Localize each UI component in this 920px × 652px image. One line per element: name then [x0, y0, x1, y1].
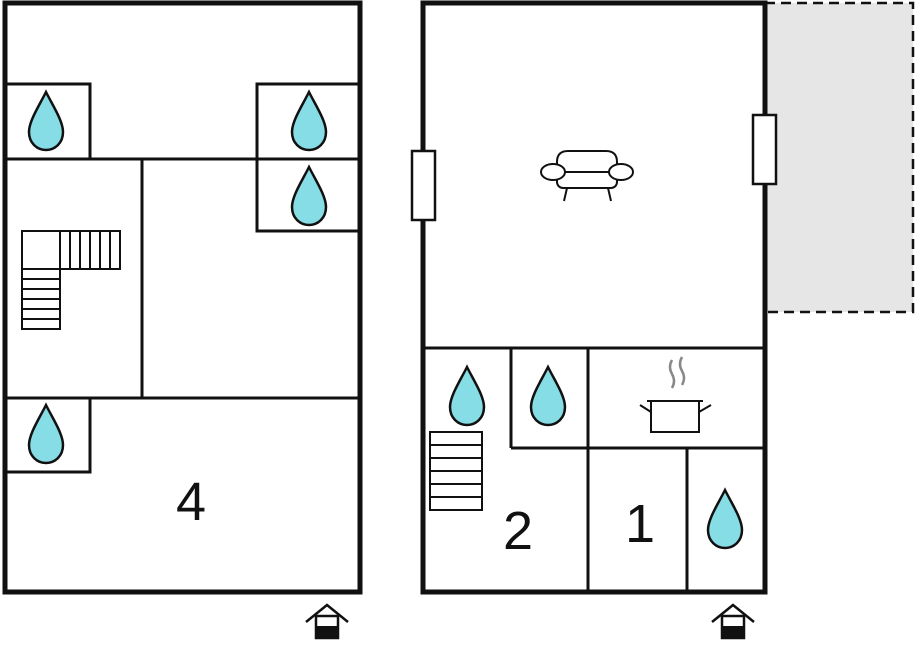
- window-icon: [410, 149, 437, 222]
- terrace: [763, 1, 915, 314]
- right-floor: 2 1: [410, 0, 915, 640]
- right-floor-interior-walls: [423, 346, 765, 592]
- left-floor-outer-wall: [2, 0, 363, 595]
- staircase-icon: [21, 230, 121, 330]
- room-label-1: 1: [625, 494, 655, 554]
- entrance-icon: [304, 603, 350, 640]
- entrance-icon: [710, 603, 756, 640]
- left-floor: 4: [2, 0, 363, 640]
- cooking-pot-icon: [639, 356, 712, 433]
- room-label-2: 2: [503, 501, 533, 561]
- sofa-icon: [540, 150, 634, 202]
- room-label-4: 4: [176, 472, 206, 532]
- window-icon: [751, 113, 778, 186]
- staircase-icon: [429, 431, 483, 511]
- left-floor-interior-walls: [3, 82, 362, 474]
